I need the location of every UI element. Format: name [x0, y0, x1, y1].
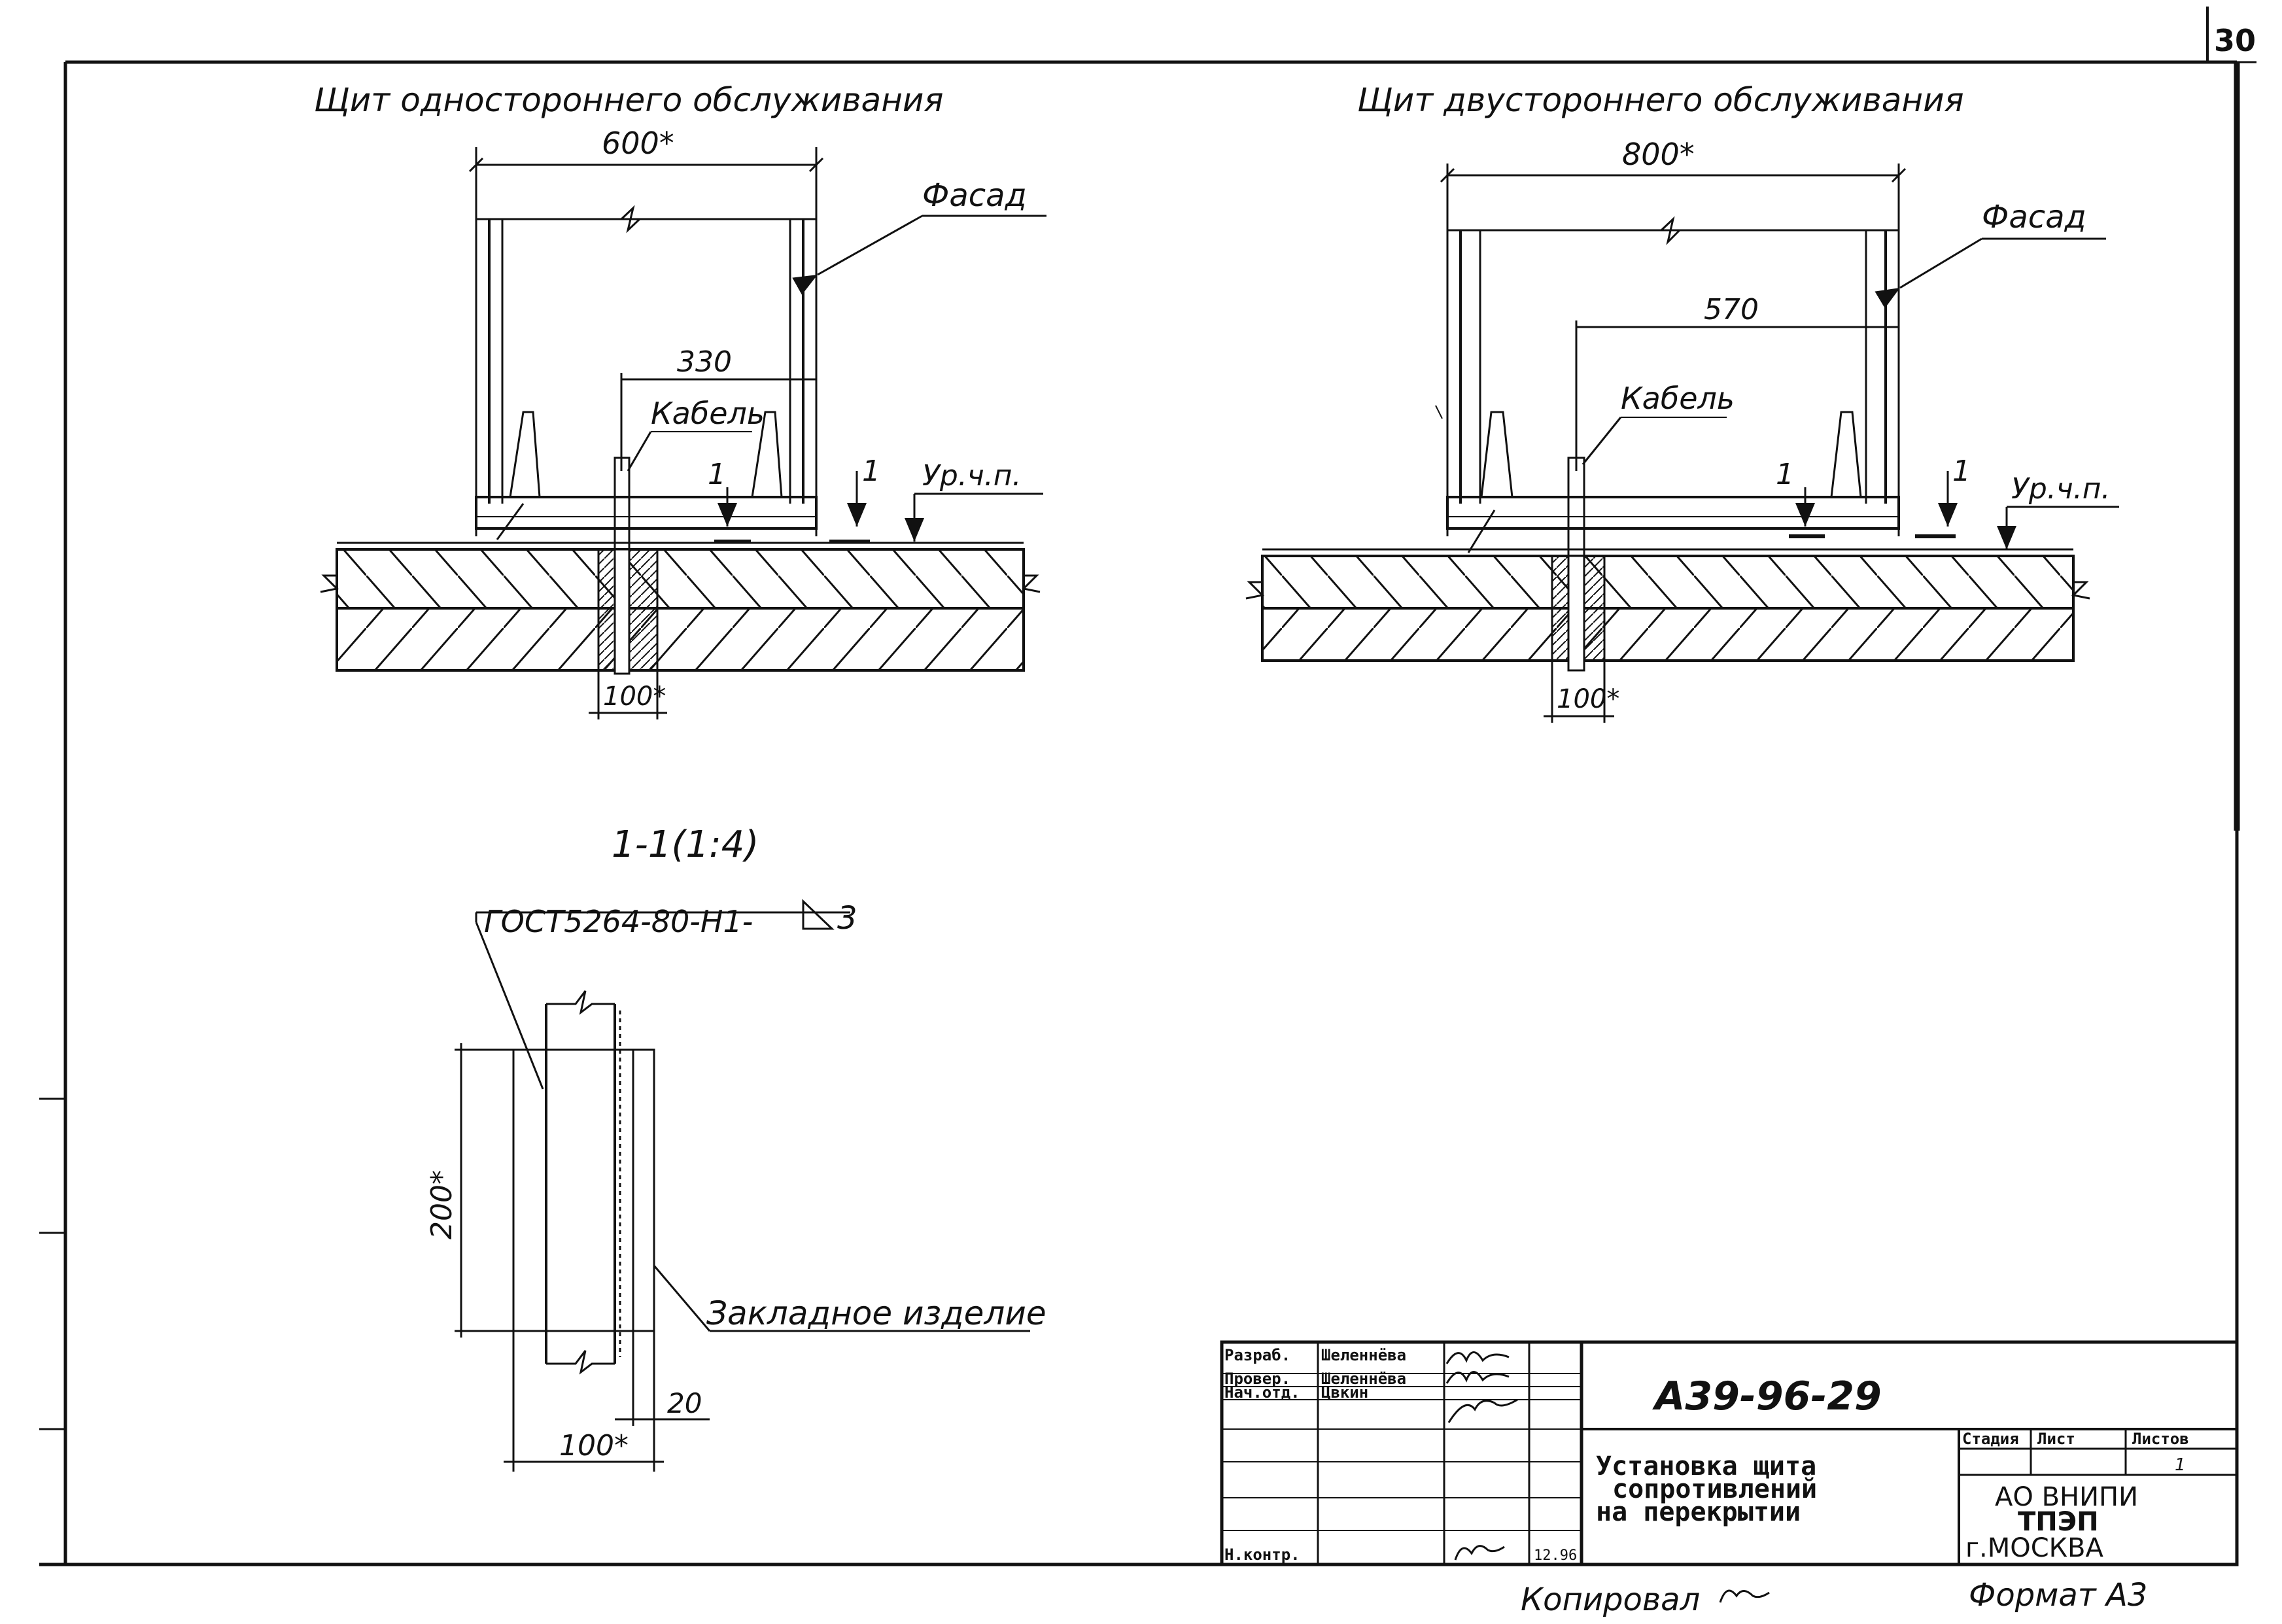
- section-dim-width: 100*: [559, 1429, 629, 1462]
- weld-spec: ГОСТ5264-80-Н1-: [484, 904, 753, 939]
- signature-4: [1454, 1545, 1505, 1561]
- section-1-1: 1-1(1:4) ГОСТ5264-80-Н1- 3 200* 100* 20: [425, 823, 1046, 1472]
- right-label-facade: Фасад: [1982, 199, 2086, 235]
- left-label-cable: Кабель: [651, 396, 765, 431]
- right-label-floor: Ур.ч.п.: [2011, 472, 2110, 506]
- doc-code: А39-96-29: [1652, 1373, 1882, 1419]
- left-label-floor: Ур.ч.п.: [922, 459, 1021, 492]
- right-view-title: Щит двустороннего обслуживания: [1357, 81, 1964, 119]
- signature-1: [1445, 1351, 1510, 1364]
- org-line-1: АО ВНИПИ: [1995, 1482, 2138, 1512]
- left-dim-cable: 330: [677, 345, 732, 379]
- date: 12.96: [1534, 1547, 1577, 1564]
- right-section-mark-a: 1: [1776, 458, 1794, 491]
- section-title: 1-1(1:4): [612, 823, 759, 866]
- org-line-2: ТПЭП: [2018, 1507, 2099, 1537]
- org-line-3: г.МОСКВА: [1965, 1533, 2103, 1563]
- title-block: Разраб. Шеленнёва Провер. Шеленнёва Нач.…: [1220, 1340, 2239, 1566]
- copied-by-signature: [1719, 1589, 1770, 1603]
- right-dim-cable: 570: [1704, 293, 1759, 326]
- right-section-mark-b: 1: [1952, 455, 1971, 488]
- left-label-facade: Фасад: [922, 177, 1027, 214]
- signature-3: [1447, 1398, 1518, 1423]
- section-dim-height: 200*: [425, 1170, 458, 1239]
- sheet-format: Формат А3: [1969, 1577, 2147, 1614]
- left-view: Щит одностороннего обслуживания 600* Фас…: [314, 81, 1046, 719]
- right-slab-top: [1261, 555, 2075, 610]
- name-2: Шеленнёва: [1321, 1370, 1406, 1388]
- doc-title-line-3: на перекрытии: [1596, 1497, 1801, 1527]
- role-7: Н.контр.: [1224, 1546, 1300, 1564]
- doc-title-line-2: сопротивлений: [1612, 1474, 1817, 1504]
- role-3: Нач.отд.: [1224, 1383, 1300, 1402]
- copied-by: Копировал: [1521, 1581, 1700, 1618]
- name-3: Цвкин: [1321, 1383, 1368, 1402]
- left-dim-width: 600*: [602, 126, 674, 161]
- role-1: Разраб.: [1224, 1346, 1290, 1364]
- left-view-title: Щит одностороннего обслуживания: [314, 81, 943, 119]
- sheets-value: 1: [2175, 1455, 2186, 1475]
- right-dim-sleeve: 100*: [1557, 684, 1619, 714]
- right-slab-bottom: [1261, 607, 2075, 662]
- right-dim-width: 800*: [1622, 137, 1695, 172]
- left-slab-top: [336, 548, 1025, 610]
- left-section-mark-a: 1: [708, 458, 726, 491]
- right-view: Щит двустороннего обслуживания 800* Фаса…: [1245, 81, 2119, 723]
- signature-2: [1445, 1371, 1510, 1384]
- doc-title-line-1: Установка щита: [1596, 1451, 1816, 1481]
- section-label-embedded: Закладное изделие: [706, 1294, 1046, 1332]
- left-slab-bottom: [336, 607, 1025, 672]
- right-label-cable: Кабель: [1621, 381, 1735, 416]
- name-1: Шеленнёва: [1321, 1346, 1406, 1364]
- section-dim-plate: 20: [667, 1387, 702, 1419]
- left-dim-sleeve: 100*: [603, 682, 666, 712]
- col-stage: Стадия: [1962, 1430, 2019, 1448]
- role-2: Провер.: [1224, 1370, 1290, 1388]
- sheet-frame: 30: [39, 7, 2256, 1566]
- col-sheet: Лист: [2037, 1430, 2075, 1448]
- left-section-mark-b: 1: [862, 455, 880, 488]
- weld-leg: 3: [837, 900, 857, 937]
- col-sheets: Листов: [2132, 1430, 2189, 1448]
- sheet-number: 30: [2214, 23, 2256, 58]
